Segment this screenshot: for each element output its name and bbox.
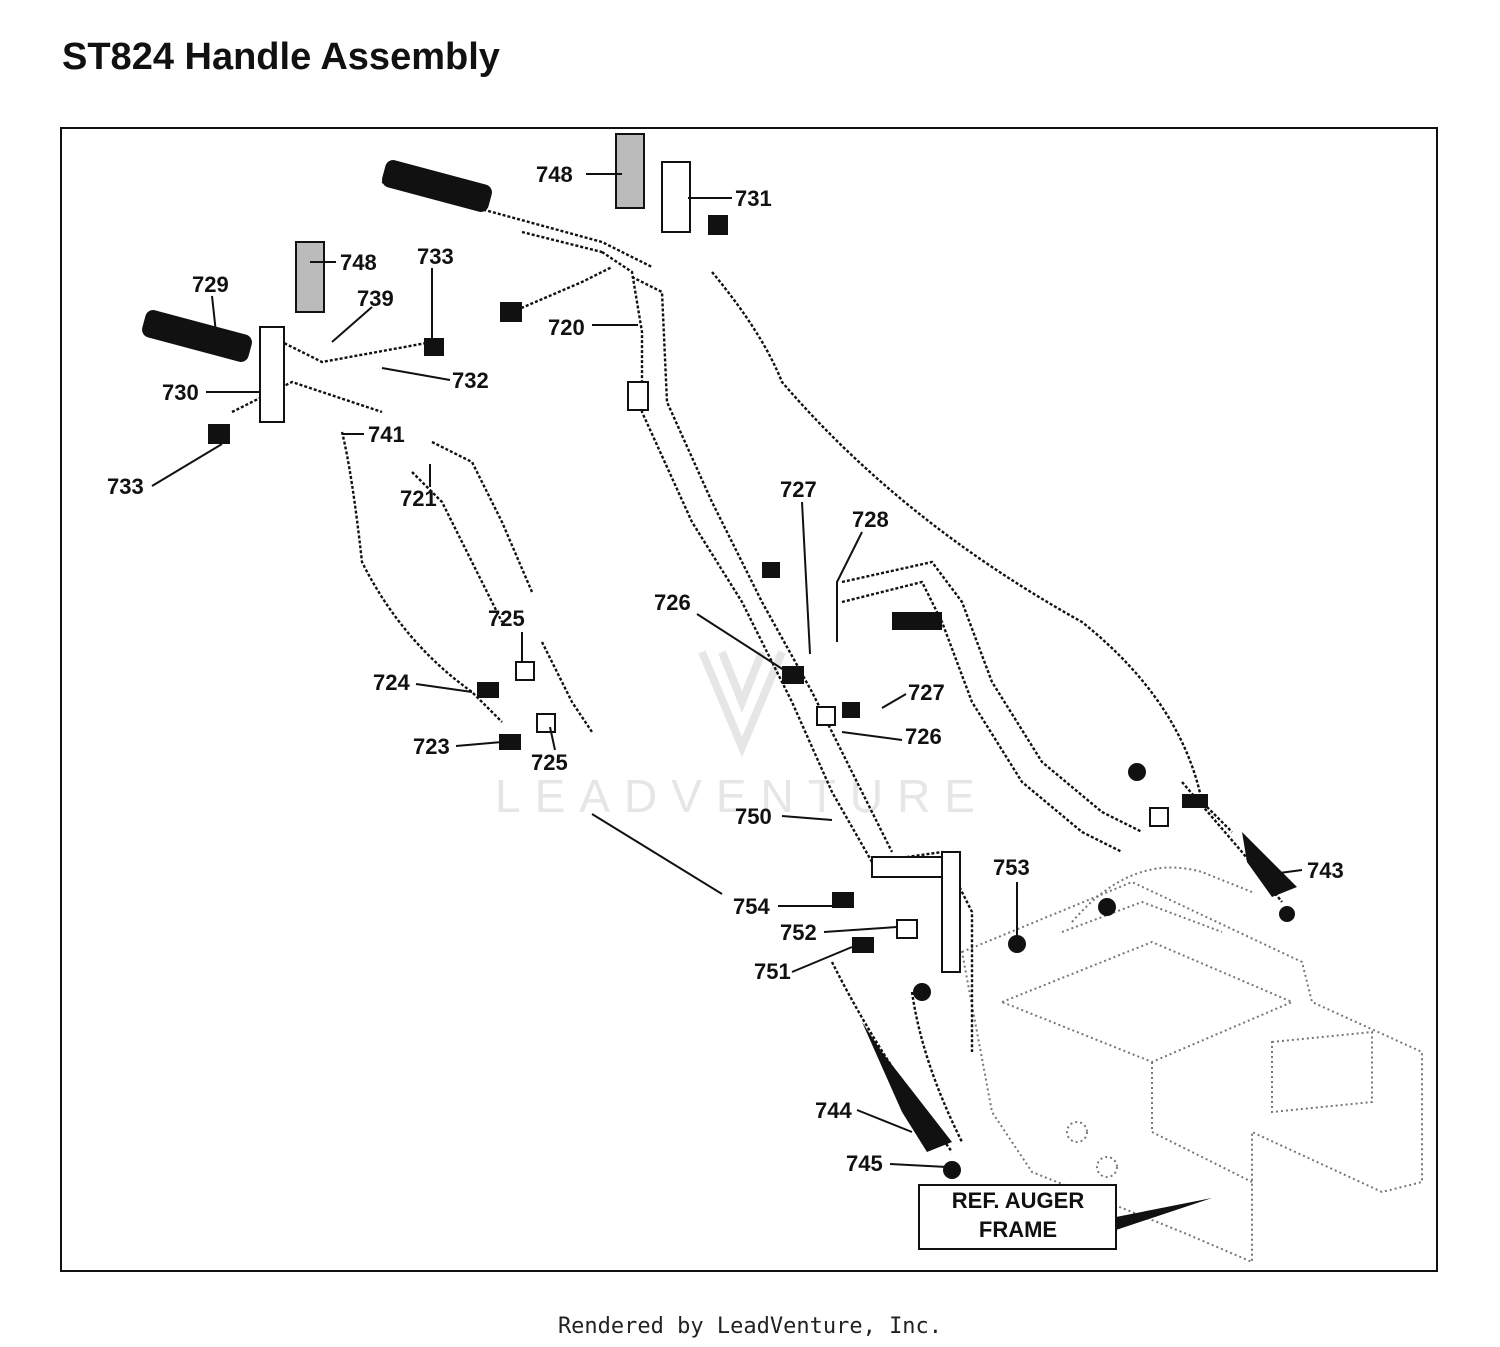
callout-725: 725 (531, 750, 568, 775)
leader-lines (151, 173, 1303, 1168)
right-hand-guard-plate (615, 133, 645, 209)
callout-744: 744 (815, 1098, 852, 1123)
ref-auger-frame-box: REF. AUGER FRAME (918, 1184, 1212, 1250)
callout-728: 728 (852, 507, 889, 532)
watermark-logo (698, 650, 786, 758)
callout-754: 754 (733, 894, 770, 919)
callout-750: 750 (735, 804, 772, 829)
watermark-text: LEADVENTURE (495, 770, 989, 822)
callout-733: 733 (107, 474, 144, 499)
callout-731: 731 (735, 186, 772, 211)
callout-727: 727 (908, 680, 945, 705)
ref-label-line2: FRAME (979, 1217, 1057, 1242)
right-bracket (661, 161, 691, 233)
handle-clip (627, 381, 649, 411)
right-knob (708, 215, 728, 235)
upper-handle-left (231, 330, 593, 733)
left-hand-guard-plate (295, 241, 325, 313)
callout-741: 741 (368, 422, 405, 447)
callout-727: 727 (780, 477, 817, 502)
left-knob-top (424, 338, 444, 356)
callout-725: 725 (488, 606, 525, 631)
callout-726: 726 (905, 724, 942, 749)
callout-753: 753 (993, 855, 1030, 880)
cable-744 (862, 1022, 952, 1152)
left-knob-bottom (208, 424, 230, 444)
ref-label-line1: REF. AUGER (952, 1188, 1085, 1213)
callout-729: 729 (192, 272, 229, 297)
exploded-view-diagram: LEADVENTURE (107, 133, 1423, 1264)
callout-743: 743 (1307, 858, 1344, 883)
diagram-frame: LEADVENTURE (60, 127, 1438, 1272)
cable-end (500, 302, 522, 322)
page-title: ST824 Handle Assembly (62, 36, 500, 78)
callout-724: 724 (373, 670, 410, 695)
callout-752: 752 (780, 920, 817, 945)
left-grip (142, 310, 252, 362)
callout-732: 732 (452, 368, 489, 393)
upper-handle-right (381, 180, 1233, 863)
ref-arrow (1116, 1198, 1212, 1230)
right-grip (382, 160, 492, 212)
callout-733: 733 (417, 244, 454, 269)
auger-frame (960, 866, 1423, 1264)
left-bracket (259, 326, 285, 423)
callout-720: 720 (548, 315, 585, 340)
callout-726: 726 (654, 590, 691, 615)
callout-739: 739 (357, 286, 394, 311)
callout-labels: 748 731 748 733 729 739 720 730 732 741 … (107, 162, 1344, 1176)
footer-credit: Rendered by LeadVenture, Inc. (557, 1314, 943, 1339)
callout-748: 748 (340, 250, 377, 275)
callout-751: 751 (754, 959, 791, 984)
callout-730: 730 (162, 380, 199, 405)
hardware-parts (477, 562, 1295, 1179)
callout-721: 721 (400, 486, 437, 511)
cable-743 (1242, 832, 1297, 897)
lower-handle (830, 560, 1283, 1153)
callout-748: 748 (536, 162, 573, 187)
callout-745: 745 (846, 1151, 883, 1176)
callout-723: 723 (413, 734, 450, 759)
